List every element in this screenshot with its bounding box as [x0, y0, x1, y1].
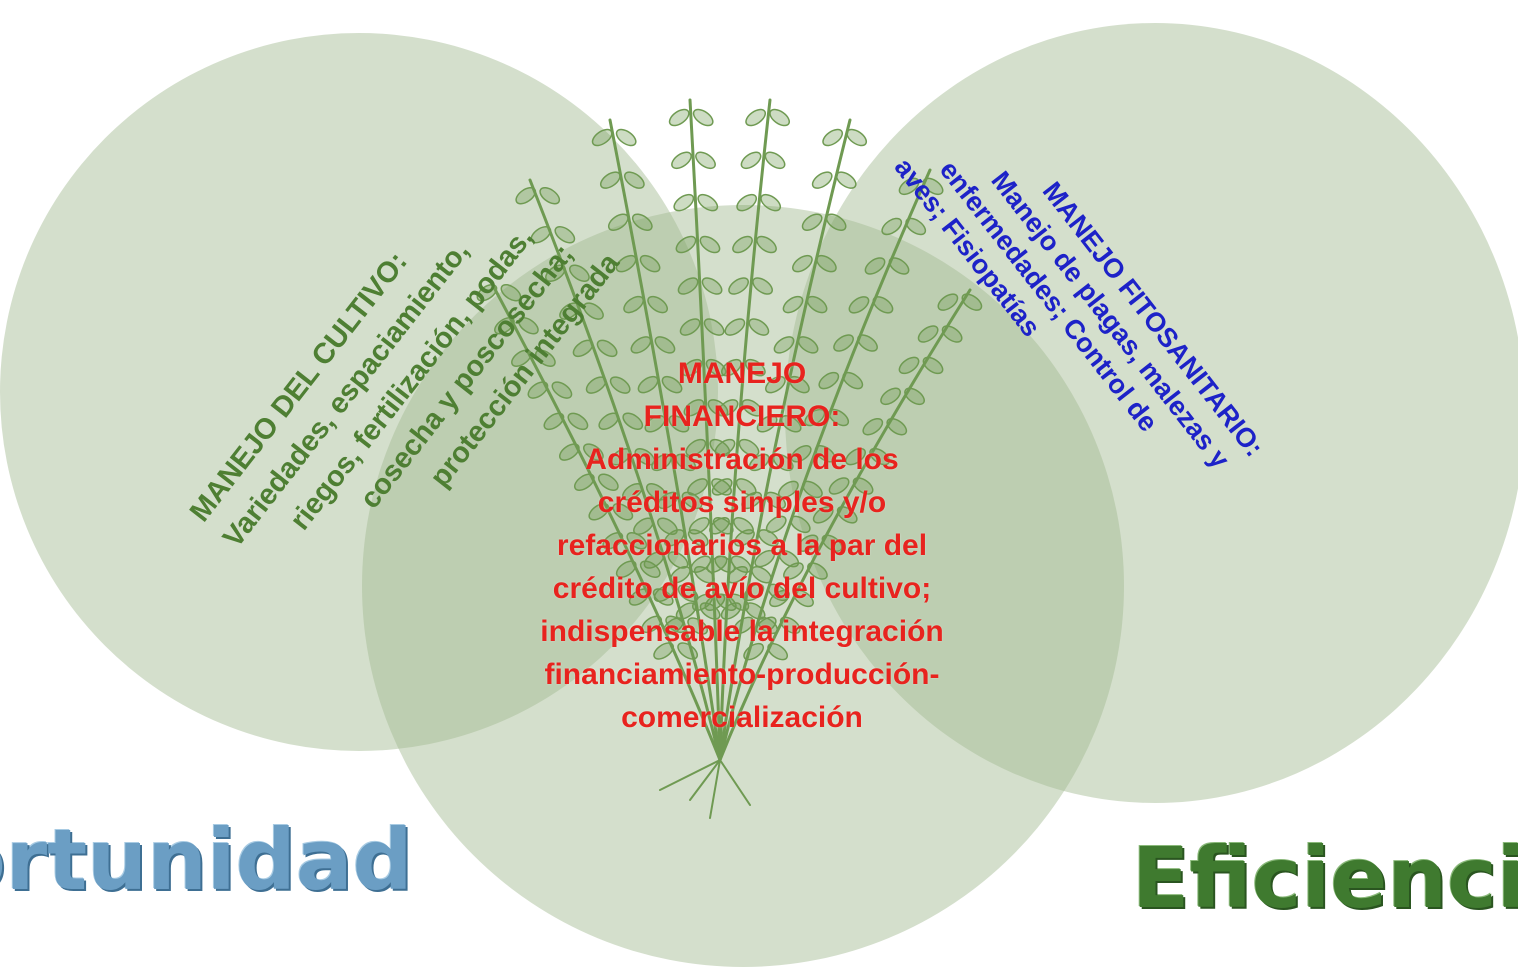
financiero-line: MANEJO — [677, 357, 807, 390]
financiero-line: Administración de los — [585, 443, 899, 476]
financiero-line: crédito de avío del cultivo; — [552, 572, 932, 605]
financiero-line: refaccionarios a la par del — [556, 529, 928, 562]
financiero-line: financiamiento-producción- — [544, 658, 940, 691]
circle-cultivo — [0, 33, 718, 751]
circle-financiero — [362, 205, 1124, 967]
venn-diagram: MANEJO DEL CULTIVO: Variedades, espaciam… — [0, 23, 1518, 967]
financiero-line: indispensable la integración — [540, 615, 944, 648]
oportunidad-label: ortunidad — [0, 811, 413, 909]
manejo-financiero-text: MANEJO FINANCIERO: Administración de los… — [462, 352, 1022, 739]
financiero-line: FINANCIERO: — [643, 400, 841, 433]
plant-illustration-icon — [476, 98, 983, 819]
eficiencia-label: Eficienci — [1132, 829, 1518, 927]
circle-fitosanitario — [785, 23, 1518, 803]
financiero-line: créditos simples y/o — [597, 486, 887, 519]
financiero-line: comercialización — [621, 701, 863, 734]
